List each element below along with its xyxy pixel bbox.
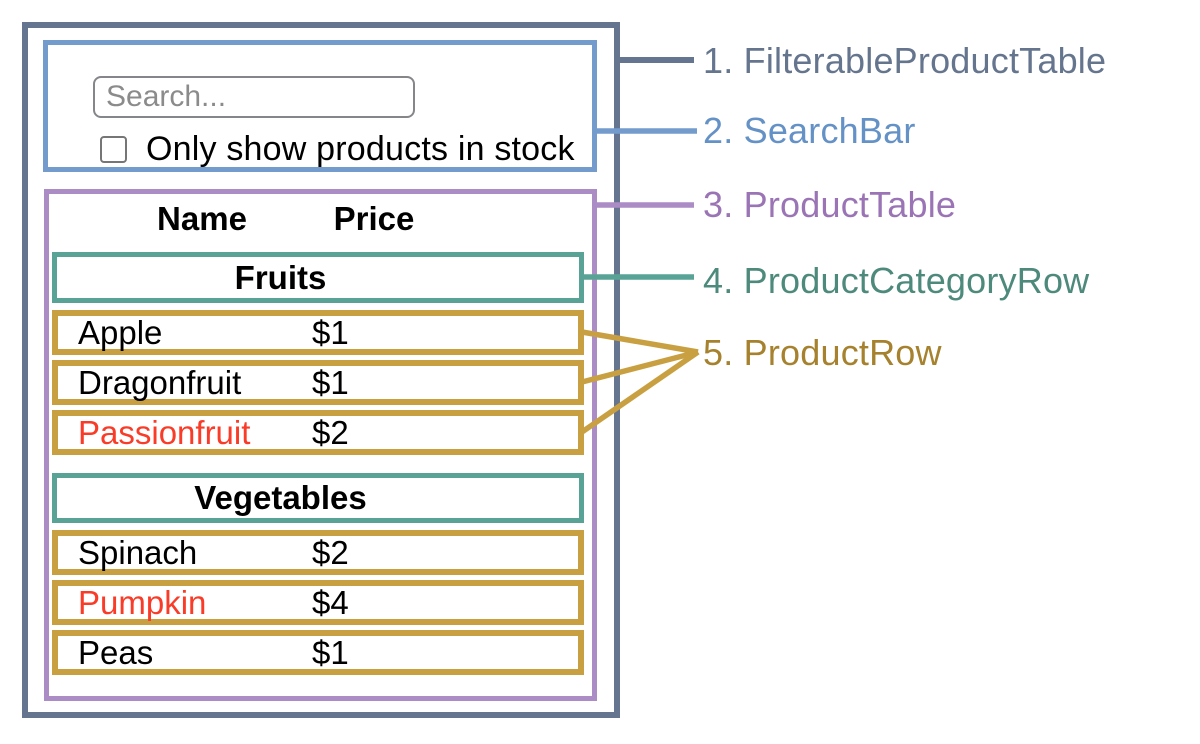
label-product-table: 3. ProductTable xyxy=(703,184,957,225)
product-price: $2 xyxy=(312,533,349,571)
label-search-bar: 2. SearchBar xyxy=(703,110,916,151)
product-name: Apple xyxy=(78,313,163,351)
product-name: Spinach xyxy=(78,533,198,571)
product-price: $1 xyxy=(312,633,349,671)
product-price: $4 xyxy=(312,583,349,621)
search-input[interactable] xyxy=(93,76,415,118)
column-header-name: Name xyxy=(157,200,247,237)
product-category-row: Vegetables xyxy=(52,473,584,523)
label-product-category-row: 4. ProductCategoryRow xyxy=(703,260,1090,301)
product-price: $1 xyxy=(312,363,349,401)
product-category-row: Fruits xyxy=(52,252,584,303)
category-label: Vegetables xyxy=(194,479,367,516)
product-row: Passionfruit $2 xyxy=(52,410,584,455)
product-row: Dragonfruit $1 xyxy=(52,360,584,405)
label-product-row: 5. ProductRow xyxy=(703,332,942,373)
product-price: $1 xyxy=(312,313,349,351)
label-filterable-product-table: 1. FilterableProductTable xyxy=(703,40,1107,81)
search-bar-box: Only show products in stock xyxy=(43,40,597,172)
product-name: Peas xyxy=(78,633,154,671)
product-price: $2 xyxy=(312,413,349,451)
stock-checkbox[interactable] xyxy=(100,135,127,163)
product-name: Dragonfruit xyxy=(78,363,242,401)
product-name: Passionfruit xyxy=(78,413,251,451)
table-header-row: Name Price xyxy=(49,196,592,242)
column-header-price: Price xyxy=(333,200,415,237)
category-label: Fruits xyxy=(234,258,327,296)
product-name: Pumpkin xyxy=(78,583,207,621)
product-row: Peas $1 xyxy=(52,630,584,675)
stock-filter-row: Only show products in stock xyxy=(100,129,575,169)
product-row: Pumpkin $4 xyxy=(52,580,584,625)
product-row: Spinach $2 xyxy=(52,530,584,575)
stock-checkbox-label: Only show products in stock xyxy=(146,129,575,168)
product-row: Apple $1 xyxy=(52,310,584,355)
